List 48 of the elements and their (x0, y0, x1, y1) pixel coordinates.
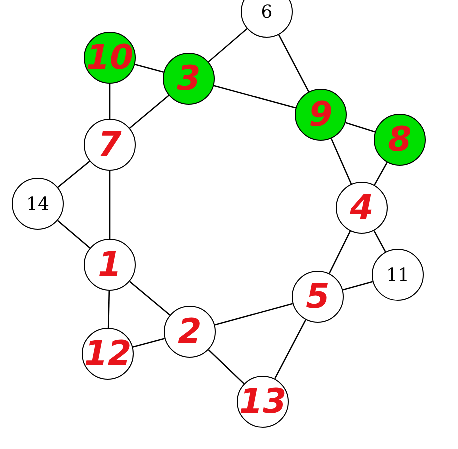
graph-node-circle (84, 239, 136, 291)
edge-line (134, 64, 164, 73)
edge-line (208, 28, 248, 63)
graph-node-circle (82, 328, 134, 380)
graph-node-circle (12, 178, 64, 230)
node-label: 10 (86, 38, 134, 78)
edge-line (109, 171, 111, 239)
node-label: 8 (388, 120, 412, 160)
graph-node-circle (241, 0, 293, 38)
edge-line (214, 85, 296, 109)
graph-node-circle (374, 114, 426, 166)
edge-line (374, 230, 386, 252)
edge-line (278, 34, 310, 92)
graph-node-circle (163, 53, 215, 105)
edge-line (346, 122, 376, 133)
node-label: 7 (98, 125, 122, 165)
graph-node-circle (84, 32, 136, 84)
node-label: 11 (386, 264, 410, 286)
node-label: 9 (309, 95, 333, 135)
node-label: 6 (261, 2, 273, 22)
node-label: 2 (178, 312, 202, 352)
node-label: 4 (350, 188, 374, 228)
node-label: 3 (177, 59, 201, 99)
edge-line (274, 320, 307, 380)
graph-node-circle (295, 89, 347, 141)
node-label: 1 (98, 245, 122, 285)
graph-node-circle (237, 376, 289, 428)
graph-node-circle (292, 271, 344, 323)
node-label: 5 (306, 277, 330, 317)
edge-line (342, 281, 374, 291)
graph-node-circle (84, 119, 136, 171)
edge-line (130, 281, 170, 316)
edge-line (130, 95, 170, 129)
node-label: 13 (239, 382, 287, 422)
edge-line (374, 162, 388, 186)
graph-node-circle (372, 249, 424, 301)
edge-line (109, 84, 111, 119)
graph-node-circle (336, 182, 388, 234)
edge-line (208, 350, 245, 384)
node-label: 12 (84, 334, 132, 374)
edge-line (58, 160, 90, 188)
node-label: 14 (26, 194, 50, 214)
edge-line (328, 231, 352, 274)
graph-node-circle (164, 306, 216, 358)
edge-line (57, 220, 91, 249)
edge-line (214, 303, 294, 326)
edge-line (132, 338, 166, 348)
edge-line (330, 138, 352, 184)
